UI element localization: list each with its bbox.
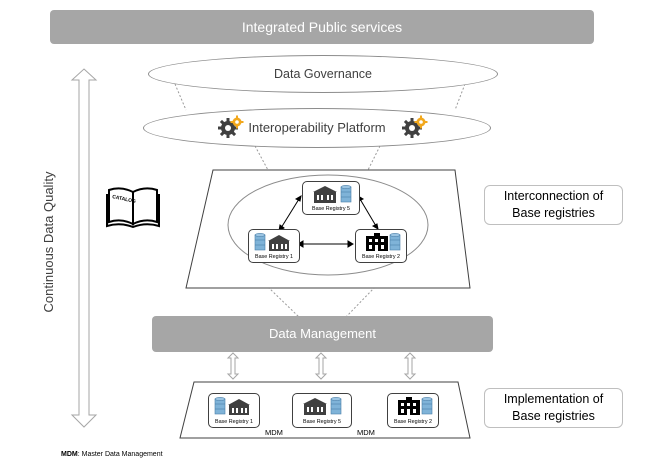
implementation-line1: Implementation of	[503, 392, 604, 406]
registry-2-lower: Base Registry 2	[387, 393, 439, 428]
footnote-text: : Master Data Management	[77, 451, 163, 458]
registry-5-lower: Base Registry 5	[292, 393, 352, 428]
database-icon	[389, 233, 401, 251]
interoperability-platform-label: Interoperability Platform	[248, 120, 386, 135]
integrated-public-services-label: Integrated Public services	[241, 19, 403, 35]
data-governance-ellipse: Data Governance	[148, 55, 498, 93]
registry-1-upper-caption: Base Registry 1	[254, 254, 294, 260]
registry-2-upper: Base Registry 2	[355, 229, 407, 263]
footnote: MDM: Master Data Management	[61, 451, 163, 458]
double-arrow-icon	[70, 68, 98, 428]
gear-icon	[218, 115, 244, 138]
registry-2-lower-caption: Base Registry 2	[393, 419, 433, 425]
data-management-label: Data Management	[269, 326, 376, 341]
registry-5-lower-caption: Base Registry 5	[302, 419, 342, 425]
mdm-label-left: MDM	[265, 428, 283, 437]
database-icon	[330, 397, 342, 415]
gear-icon	[402, 115, 428, 138]
implementation-label-box: Implementation of Base registries	[484, 388, 623, 428]
interconnection-label-box: Interconnection of Base registries	[484, 185, 623, 225]
interoperability-platform-ellipse: Interoperability Platform	[143, 108, 491, 148]
database-icon	[254, 233, 266, 251]
building-icon	[303, 398, 327, 415]
building-icon	[268, 235, 290, 251]
registry-2-upper-caption: Base Registry 2	[361, 254, 401, 260]
database-icon	[421, 397, 433, 415]
registry-1-upper: Base Registry 1	[248, 229, 300, 263]
building-icon	[398, 397, 420, 415]
implementation-line2: Base registries	[512, 409, 595, 423]
integrated-public-services-bar: Integrated Public services	[50, 10, 594, 44]
book-icon: CATALOG	[106, 187, 160, 228]
database-icon	[340, 185, 352, 203]
data-governance-label: Data Governance	[274, 67, 372, 81]
database-icon	[214, 397, 226, 415]
registry-5-upper: Base Registry 5	[302, 181, 360, 215]
building-icon	[366, 233, 388, 251]
building-icon	[228, 399, 250, 415]
interconnection-line2: Base registries	[512, 206, 595, 220]
footnote-term: MDM	[61, 451, 78, 458]
mdm-label-right: MDM	[357, 428, 375, 437]
registry-links	[278, 194, 379, 248]
registry-5-upper-caption: Base Registry 5	[311, 206, 351, 212]
data-management-bar: Data Management	[152, 316, 493, 352]
dashed-funnel-lines	[174, 83, 466, 319]
small-double-arrows	[226, 352, 417, 380]
continuous-data-quality-label: Continuous Data Quality	[41, 171, 56, 313]
building-icon	[313, 186, 337, 203]
interconnection-line1: Interconnection of	[503, 189, 604, 203]
registry-1-lower-caption: Base Registry 1	[214, 419, 254, 425]
registry-1-lower: Base Registry 1	[208, 393, 260, 428]
catalog-label: CATALOG	[112, 194, 137, 205]
